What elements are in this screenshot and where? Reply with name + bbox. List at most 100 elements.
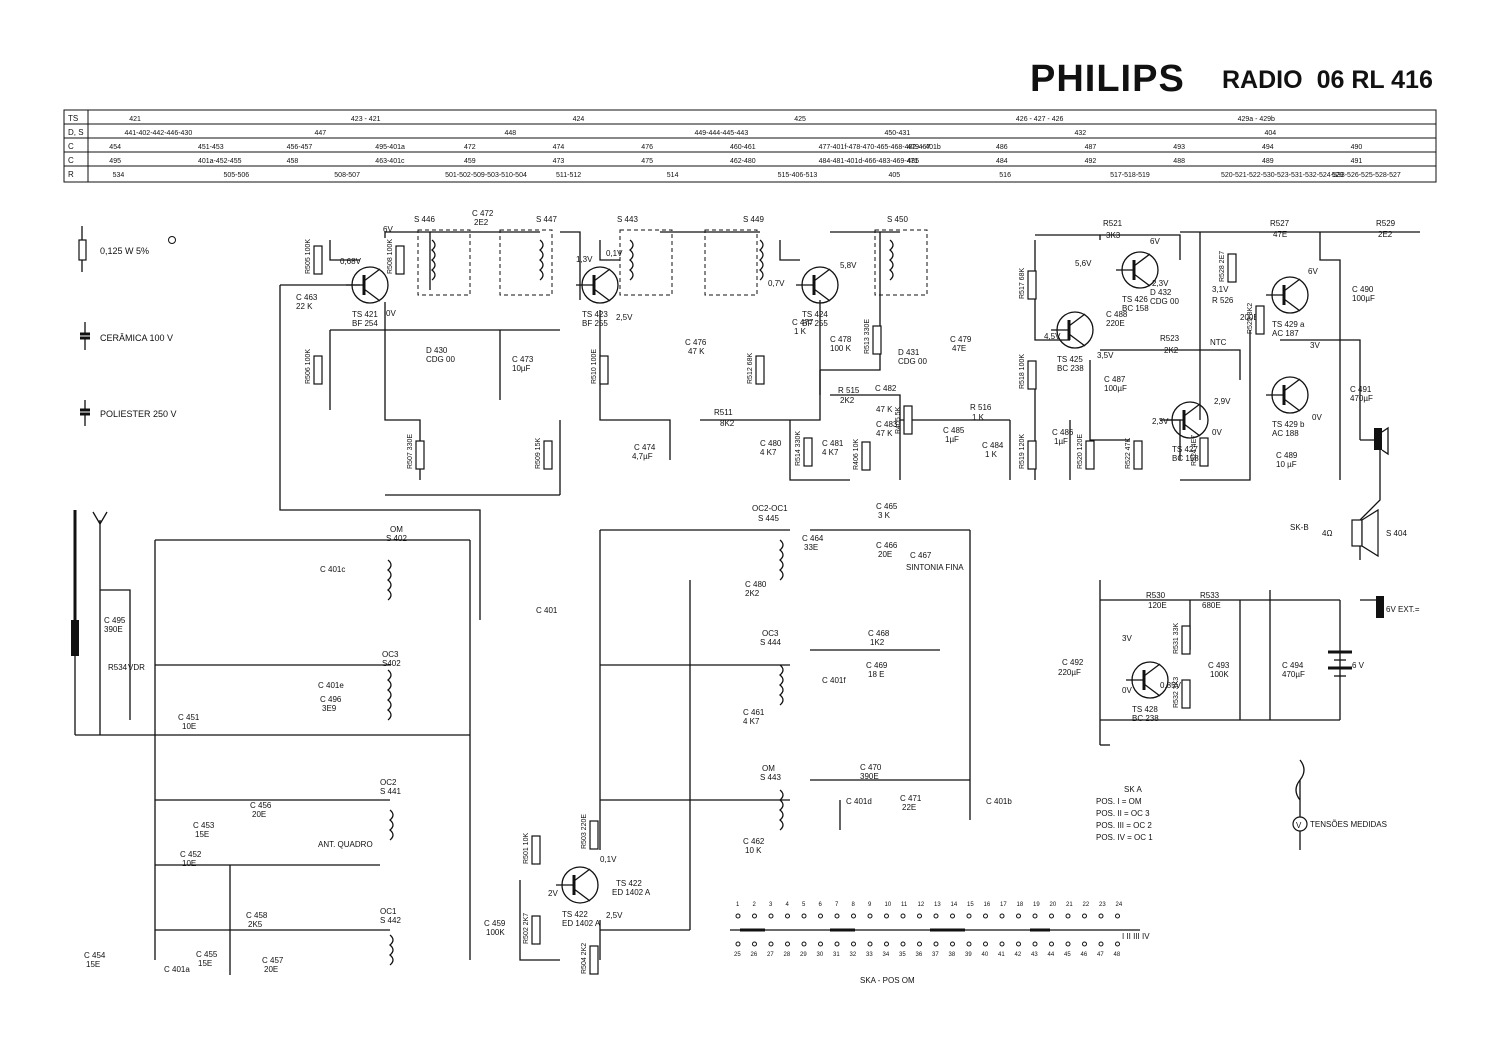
component-label: C 494	[1282, 661, 1304, 670]
component-label: SKA - POS OM	[860, 976, 915, 985]
component-label: 1K2	[870, 638, 885, 647]
resistor-value: R406 10K	[853, 439, 860, 470]
board-pin-dot	[1016, 941, 1021, 947]
board-pin-bottom: 43	[1031, 952, 1038, 958]
component-label: 470µF	[1282, 670, 1305, 679]
resistor-value: R519 120K	[1019, 434, 1026, 469]
table-cell: 515-406-513	[778, 172, 818, 179]
resistor-value: R528 2E7	[1219, 251, 1226, 282]
resistor-icon	[803, 437, 813, 467]
component-label: S 442	[380, 916, 401, 925]
table-cell: 425	[794, 116, 806, 123]
component-label: CDG 00	[898, 357, 927, 366]
table-cell: 460-461	[730, 144, 756, 151]
resistor-icon	[1255, 305, 1265, 335]
component-label: C 484	[982, 441, 1004, 450]
board-pin-bottom: 35	[899, 952, 906, 958]
component-label: 680E	[1202, 601, 1221, 610]
component-label: C 401b	[986, 797, 1012, 806]
board-pin-bottom: 31	[833, 952, 840, 958]
transistor-id: TS 422	[562, 910, 588, 919]
transistor-type: ED 1402 A	[562, 919, 601, 928]
component-label: C 452	[180, 850, 202, 859]
component-label: 470µF	[1350, 394, 1373, 403]
transistor-type: BC 238	[1057, 364, 1084, 373]
probe-v-glyph: V	[1296, 821, 1302, 830]
board-pin-dot	[983, 913, 988, 919]
component-label: 8K2	[720, 419, 735, 428]
table-cell: 487	[1085, 144, 1097, 151]
board-pin-top: 23	[1099, 902, 1106, 908]
component-label: 20E	[264, 965, 278, 974]
voltage-reading: 2V	[548, 889, 558, 898]
transistor-id: TS 423	[582, 310, 608, 319]
board-pin-dot	[966, 913, 972, 919]
board-pin-top: 7	[835, 902, 839, 908]
board-pin-bottom: 28	[784, 952, 791, 958]
board-pin-dot	[1098, 913, 1104, 919]
table-cell: 494	[1262, 144, 1274, 151]
component-label: C 474	[634, 443, 656, 452]
component-label: S 449	[743, 215, 764, 224]
board-pin-dot	[818, 913, 823, 919]
component-label: C 401	[536, 606, 558, 615]
transistor-id: TS 424	[802, 310, 828, 319]
component-label: 390E	[104, 625, 123, 634]
component-label: C 471	[900, 794, 922, 803]
board-pin-dot	[966, 941, 972, 947]
board-pin-dot	[1032, 941, 1038, 947]
component-label: 22 K	[296, 302, 313, 311]
component-label: 4 K7	[743, 717, 760, 726]
component-label: 3K3	[1106, 231, 1121, 240]
component-label: 20E	[252, 810, 266, 819]
component-label: S 443	[617, 215, 638, 224]
board-pin-bottom: 30	[817, 952, 824, 958]
board-pin-top: 22	[1083, 902, 1090, 908]
component-label: R 526	[1212, 296, 1234, 305]
resistor-value: R509 15K	[535, 438, 542, 469]
antenna-input-wiring	[74, 510, 471, 975]
component-label: C 465	[876, 502, 898, 511]
board-pin-dot	[900, 913, 906, 919]
board-pin-top: 6	[819, 902, 823, 908]
board-pin-top: 11	[901, 902, 908, 908]
component-label: 10µF	[512, 364, 531, 373]
table-cell: 405	[888, 172, 900, 179]
board-pin-dot	[933, 941, 939, 947]
board-pin-top: 3	[769, 902, 773, 908]
component-label: C 455	[196, 950, 218, 959]
component-label: VDR	[128, 663, 145, 672]
component-label: 10E	[182, 859, 196, 868]
table-cell: 404	[1265, 130, 1277, 137]
resistor-value: R506 100K	[305, 349, 312, 384]
transistor-type: BC 238	[1132, 714, 1159, 723]
polyester-capacitor-icon	[80, 400, 90, 426]
table-cell: 475	[641, 158, 653, 165]
table-cell: 458	[287, 158, 299, 165]
transistor-type: BF 255	[582, 319, 608, 328]
resistor-icon	[415, 440, 425, 470]
board-pin-top: 18	[1017, 902, 1024, 908]
voltage-reading: 0,1V	[606, 249, 623, 258]
component-label: C 470	[860, 763, 882, 772]
table-cell: 529	[1332, 172, 1344, 179]
component-label: C 458	[246, 911, 268, 920]
transistor-id: TS 427	[1172, 445, 1198, 454]
table-cell: 485	[907, 158, 919, 165]
component-label: 1µF	[1054, 437, 1068, 446]
table-cell: 472	[464, 144, 476, 151]
resistor-value: R518 100K	[1019, 354, 1026, 389]
transistor-icon	[1051, 311, 1094, 349]
component-label: C 485	[943, 426, 965, 435]
board-pin-dot	[752, 913, 757, 919]
resistor-value: R505 100K	[305, 239, 312, 274]
component-label: TENSÕES MEDIDAS	[1310, 820, 1387, 829]
ext-power-jack-icon	[1376, 596, 1384, 618]
resistor-value: R405 5K	[895, 406, 902, 434]
component-label: SINTONIA FINA	[906, 563, 964, 572]
component-label: SK-B	[1290, 523, 1309, 532]
component-label: R511	[714, 408, 733, 417]
resistor-value: R531 33K	[1173, 623, 1180, 654]
if-amplifier-wiring	[279, 231, 1010, 620]
component-label: OC2	[380, 778, 397, 787]
